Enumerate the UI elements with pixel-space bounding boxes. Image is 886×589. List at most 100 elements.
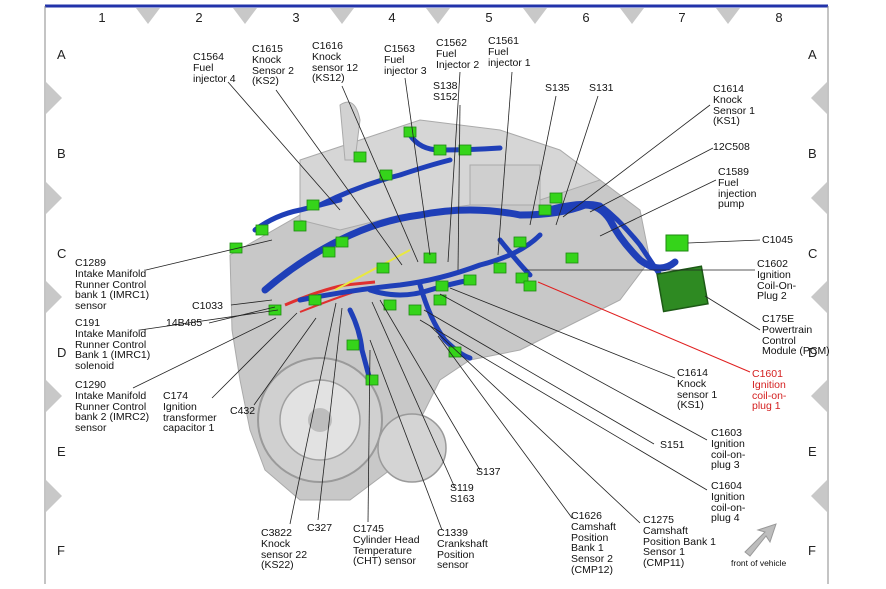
harness-connector-20 bbox=[549, 192, 563, 204]
callout-leader-30 bbox=[132, 317, 277, 389]
row-c-right: C bbox=[808, 246, 818, 261]
harness-connector-26 bbox=[448, 346, 462, 358]
label-s131: S131 bbox=[589, 82, 614, 94]
label-c1604-ignition-coil-4: C1604 Ignition coil-on- plug 4 bbox=[711, 480, 746, 525]
label-c1339-crankshaft-sensor: C1339 Crankshaft Position sensor bbox=[437, 527, 488, 572]
harness-connector-25 bbox=[365, 374, 379, 386]
callout-leader-8 bbox=[529, 95, 557, 226]
label-c1033: C1033 bbox=[192, 300, 223, 312]
column-1: 1 bbox=[98, 10, 106, 25]
label-c3822-knock-sensor-22: C3822 Knock sensor 22 (KS22) bbox=[261, 527, 308, 572]
zone-marker-top-5 bbox=[523, 8, 547, 24]
callout-leader-1 bbox=[227, 81, 341, 211]
zone-marker-right-1 bbox=[811, 82, 827, 114]
callout-leader-21 bbox=[437, 335, 573, 519]
harness-connector-6 bbox=[306, 199, 320, 211]
label-s119-s163: S119 S163 bbox=[450, 482, 475, 505]
callout-leader-11 bbox=[589, 147, 714, 213]
engine-idler-pulley bbox=[377, 413, 447, 483]
zone-marker-left-5 bbox=[46, 480, 62, 512]
column-7: 7 bbox=[678, 10, 686, 25]
label-c1045: C1045 bbox=[762, 234, 793, 246]
harness-connector-24 bbox=[346, 339, 360, 351]
label-12c508: 12C508 bbox=[713, 141, 750, 153]
engine-rear-housing bbox=[469, 164, 541, 206]
callout-leader-17 bbox=[439, 293, 708, 441]
harness-connector-1 bbox=[403, 126, 417, 138]
column-5: 5 bbox=[485, 10, 493, 25]
harness-branch-4 bbox=[317, 157, 453, 208]
harness-connector-15 bbox=[463, 274, 477, 286]
label-c1589-fuel-injection-pump: C1589 Fuel injection pump bbox=[718, 166, 757, 211]
label-s138-s152: S138 S152 bbox=[433, 80, 458, 103]
harness-branch-9 bbox=[367, 277, 473, 298]
label-c1561-fuel-injector-1: C1561 Fuel injector 1 bbox=[488, 35, 531, 69]
column-8: 8 bbox=[775, 10, 783, 25]
zone-marker-top-6 bbox=[620, 8, 644, 24]
zone-marker-left-2 bbox=[46, 182, 62, 214]
callout-leader-12 bbox=[599, 179, 717, 237]
row-b-right: B bbox=[808, 146, 817, 161]
label-c1745-cht-sensor: C1745 Cylinder Head Temperature (CHT) se… bbox=[353, 523, 420, 568]
label-c432: C432 bbox=[230, 405, 256, 417]
zone-marker-top-2 bbox=[233, 8, 257, 24]
harness-connector-28 bbox=[433, 294, 447, 306]
callout-leader-26 bbox=[317, 307, 343, 521]
callout-leader-24 bbox=[369, 339, 443, 531]
label-c1602-ignition-coil-2: C1602 Ignition Coil-On- Plug 2 bbox=[757, 258, 797, 303]
harness-connector-2 bbox=[433, 144, 447, 156]
row-c-left: C bbox=[57, 246, 67, 261]
harness-connector-4 bbox=[353, 151, 367, 163]
row-d-left: D bbox=[57, 345, 67, 360]
callout-leader-6 bbox=[497, 71, 513, 256]
harness-connector-30 bbox=[383, 299, 397, 311]
row-f-left: F bbox=[57, 543, 65, 558]
row-e-left: E bbox=[57, 444, 66, 459]
label-c1626-camshaft-bank1-sensor2: C1626 Camshaft Position Bank 1 Sensor 2 … bbox=[571, 510, 616, 576]
zone-marker-top-4 bbox=[426, 8, 450, 24]
harness-branch-7 bbox=[542, 200, 663, 278]
column-6: 6 bbox=[582, 10, 590, 25]
harness-connector-19 bbox=[538, 204, 552, 216]
callout-leader-31 bbox=[139, 309, 279, 331]
connector-c1045 bbox=[665, 234, 689, 252]
callout-leader-23 bbox=[371, 301, 456, 489]
harness-connector-22 bbox=[523, 280, 537, 292]
callout-leader-28 bbox=[253, 317, 317, 406]
label-s135: S135 bbox=[545, 82, 570, 94]
zone-marker-right-4 bbox=[811, 380, 827, 412]
label-c1290-imrc2-sensor: C1290 Intake Manifold Runner Control ban… bbox=[75, 379, 150, 435]
harness-connector-12 bbox=[376, 262, 390, 274]
yellow-wire bbox=[334, 249, 411, 291]
callout-leader-10 bbox=[562, 104, 711, 218]
row-d-right: D bbox=[808, 345, 818, 360]
row-b-left: B bbox=[57, 146, 66, 161]
label-s137: S137 bbox=[476, 466, 501, 478]
harness-connector-8 bbox=[255, 224, 269, 236]
zone-marker-left-1 bbox=[46, 82, 62, 114]
label-c175e-pcm: C175E Powertrain Control Module (PCM) bbox=[762, 313, 830, 358]
harness-connector-10 bbox=[322, 246, 336, 258]
harness-connector-9 bbox=[229, 242, 243, 254]
zone-marker-right-5 bbox=[811, 480, 827, 512]
callout-leader-13 bbox=[687, 239, 761, 244]
zone-marker-right-3 bbox=[811, 281, 827, 313]
callout-leader-15 bbox=[704, 295, 761, 331]
label-c1601-ignition-coil-1: C1601 Ignition coil-on- plug 1 bbox=[752, 368, 787, 413]
callout-leader-3 bbox=[341, 85, 419, 263]
callout-leader-19 bbox=[419, 319, 708, 491]
callout-leader-9 bbox=[555, 95, 599, 226]
label-c1275-camshaft-bank1-sensor1: C1275 Camshaft Position Bank 1 Sensor 1 … bbox=[643, 514, 716, 570]
harness-connector-11 bbox=[335, 236, 349, 248]
harness-branch-8 bbox=[252, 197, 343, 233]
column-3: 3 bbox=[292, 10, 300, 25]
label-c191-imrc1-solenoid: C191 Intake Manifold Runner Control Bank… bbox=[75, 317, 151, 373]
column-4: 4 bbox=[388, 10, 396, 25]
row-a-left: A bbox=[57, 47, 66, 62]
label-s151: S151 bbox=[660, 439, 685, 451]
callout-leader-34 bbox=[145, 239, 273, 271]
callout-leader-29 bbox=[211, 312, 298, 399]
harness-branch-6 bbox=[347, 307, 373, 383]
